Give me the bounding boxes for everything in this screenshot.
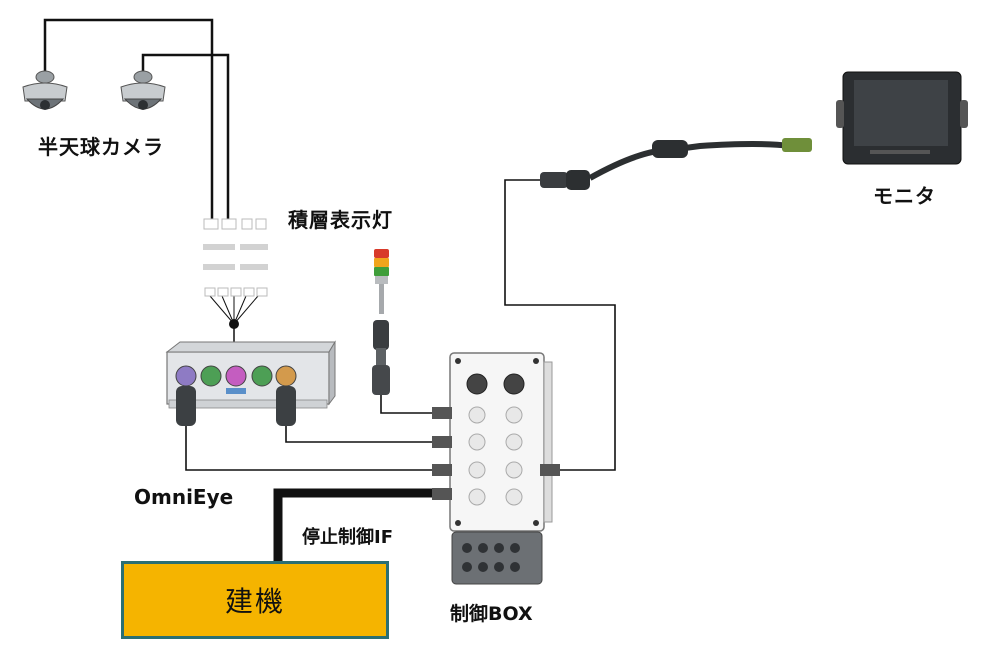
dome-camera-icon	[120, 70, 166, 110]
omnieye-left-cable	[185, 420, 435, 471]
signal-tower-icon	[372, 249, 390, 395]
fan-wire-4	[233, 295, 247, 325]
construction-machine-box: 建機	[121, 561, 389, 639]
junction-block-icon	[203, 218, 268, 297]
monitor-icon	[836, 71, 968, 165]
monitor-connector-cable	[540, 138, 812, 190]
wires	[43, 18, 616, 471]
stop-control-cable	[273, 488, 435, 561]
fan-wire-1	[209, 295, 235, 325]
fan-wire-5	[233, 295, 259, 325]
control-box-label: 制御BOX	[450, 603, 533, 625]
camera-label: 半天球カメラ	[38, 135, 164, 159]
stop-control-label: 停止制御IF	[302, 527, 393, 548]
monitor-cable	[504, 179, 616, 471]
monitor-label: モニタ	[873, 184, 936, 208]
omnieye-unit-icon	[165, 340, 336, 426]
camera-2-cable	[141, 53, 230, 220]
dome-camera-icon	[22, 70, 68, 110]
fan-wire-2	[221, 295, 235, 325]
construction-machine-label: 建機	[224, 585, 285, 618]
tower-cable	[380, 395, 435, 414]
control-box-icon	[432, 352, 560, 585]
camera-1-cable	[43, 18, 214, 220]
signal-tower-label: 積層表示灯	[288, 208, 393, 232]
fan-node	[229, 319, 239, 329]
omnieye-label: OmniEye	[134, 485, 234, 509]
omnieye-right-cable	[285, 420, 435, 443]
